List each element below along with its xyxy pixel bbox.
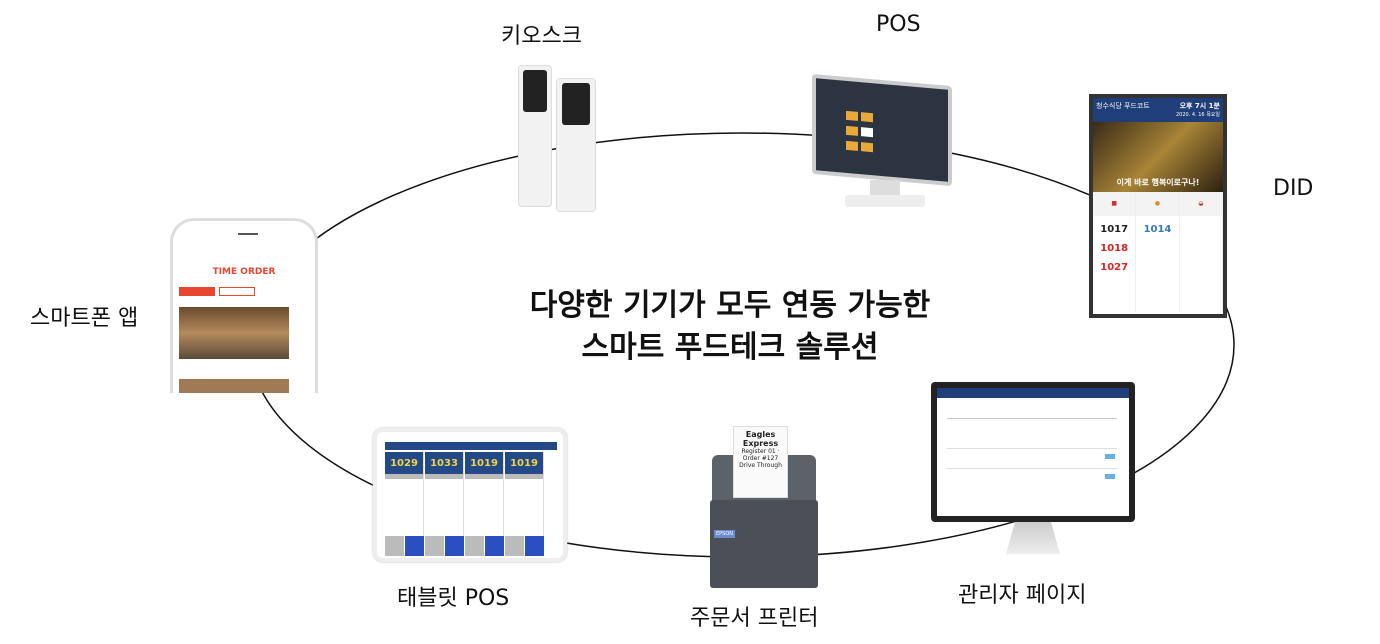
label-admin: 관리자 페이지 <box>958 583 1087 608</box>
did-display: 청수식당 푸드코트 오후 7시 1분 2020. 4. 16 목요일 이게 바로… <box>1089 94 1227 318</box>
admin-monitor <box>931 382 1135 522</box>
label-tablet-pos: 태블릿 POS <box>397 586 510 611</box>
label-did: DID <box>1273 176 1314 201</box>
tablet-pos-device: 1029 1033 1019 1019 <box>373 428 567 562</box>
label-pos: POS <box>876 12 921 37</box>
label-kiosk: 키오스크 <box>501 24 582 49</box>
diagram-title: 다양한 기기가 모두 연동 가능한 스마트 푸드테크 솔루션 <box>529 288 931 365</box>
smartphone-device: TIME ORDER <box>170 218 318 393</box>
label-smartphone: 스마트폰 앱 <box>30 306 139 331</box>
label-printer: 주문서 프린터 <box>690 606 819 631</box>
